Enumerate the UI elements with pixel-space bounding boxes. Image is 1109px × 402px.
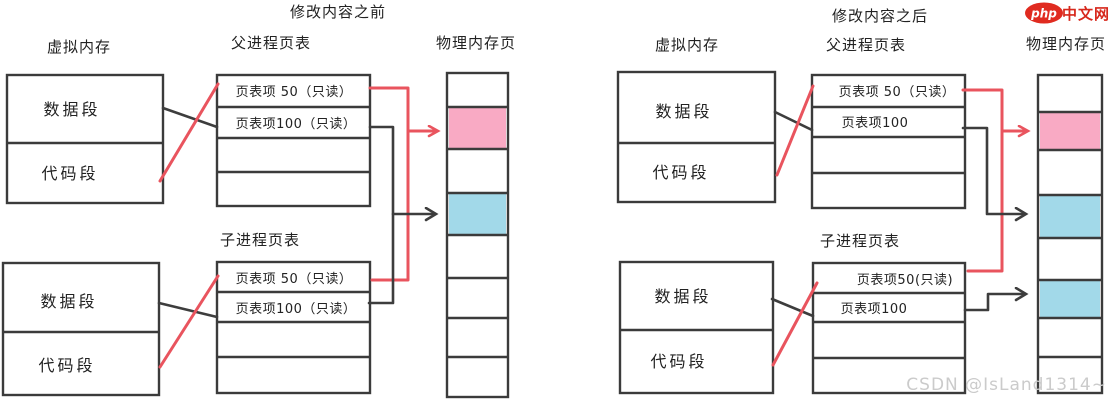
before-child-virtual-memory-box: 数据段 代码段 bbox=[1, 261, 161, 397]
before-parent-entry-100: 页表项100（只读） bbox=[236, 117, 357, 132]
before-title: 修改内容之前 bbox=[290, 3, 386, 21]
after-data-to-child-entry100-line bbox=[770, 297, 815, 318]
panel-before: 修改内容之前 虚拟内存 父进程页表 物理内存页 子进程页表 数据段 代码段 数据… bbox=[1, 3, 516, 399]
php-logo-badge-text: php bbox=[1030, 7, 1057, 21]
php-logo-text: 中文网 bbox=[1062, 5, 1109, 23]
after-parent-page-table: 页表项 50（只读） 页表项100 bbox=[810, 73, 967, 210]
after-physical-page-blue-parent bbox=[1040, 196, 1100, 237]
before-parent-page-table: 页表项 50（只读） 页表项100（只读） bbox=[215, 73, 372, 208]
before-physical-memory-label: 物理内存页 bbox=[436, 34, 516, 52]
before-data-to-child-entry100-line bbox=[157, 301, 219, 319]
after-child-code-segment: 代码段 bbox=[650, 352, 707, 371]
before-physical-page-pink bbox=[449, 108, 506, 148]
php-logo-badge bbox=[1025, 2, 1063, 24]
after-physical-memory-column bbox=[1036, 73, 1104, 395]
before-child-table-label: 子进程页表 bbox=[220, 231, 300, 249]
before-parent-entry-50: 页表项 50（只读） bbox=[236, 85, 353, 100]
before-code-to-parent-entry50-line bbox=[158, 82, 220, 183]
php-cn-logo: php 中文网 bbox=[1025, 2, 1109, 24]
after-parent-arrow-to-blue-page bbox=[961, 126, 1025, 214]
before-parent-data-segment: 数据段 bbox=[43, 100, 100, 119]
after-parent-data-segment: 数据段 bbox=[655, 102, 712, 121]
after-parent-entry-50: 页表项 50（只读） bbox=[839, 85, 956, 100]
after-parent-entry-100: 页表项100 bbox=[842, 116, 909, 131]
after-child-entry-100: 页表项100 bbox=[841, 302, 908, 317]
before-physical-memory-column bbox=[445, 71, 510, 399]
after-child-page-table: 页表项50(只读) 页表项100 bbox=[811, 261, 967, 395]
after-entry50-shared-trunk-red bbox=[961, 88, 1004, 273]
before-parent-code-segment: 代码段 bbox=[41, 164, 98, 183]
after-data-to-parent-entry100-line bbox=[773, 110, 814, 132]
before-child-data-segment: 数据段 bbox=[40, 292, 97, 311]
after-virtual-memory-label: 虚拟内存 bbox=[655, 36, 719, 54]
after-title: 修改内容之后 bbox=[832, 7, 928, 25]
after-parent-code-segment: 代码段 bbox=[652, 163, 709, 182]
before-child-entry-100: 页表项100（只读） bbox=[236, 302, 357, 317]
after-parent-virtual-memory-box: 数据段 代码段 bbox=[616, 70, 777, 204]
before-child-entry-50: 页表项 50（只读） bbox=[236, 272, 353, 287]
after-child-data-segment: 数据段 bbox=[654, 287, 711, 306]
before-parent-table-label: 父进程页表 bbox=[231, 34, 311, 52]
csdn-watermark: CSDN @IsLand1314~ bbox=[906, 375, 1107, 395]
after-physical-page-pink bbox=[1040, 113, 1100, 149]
after-child-virtual-memory-box: 数据段 代码段 bbox=[618, 260, 775, 395]
panel-after: 修改内容之后 虚拟内存 父进程页表 物理内存页 子进程页表 数据段 代码段 数据… bbox=[616, 7, 1106, 395]
before-virtual-memory-label: 虚拟内存 bbox=[47, 38, 111, 56]
before-entry100-shared-trunk-dark bbox=[367, 125, 395, 305]
after-physical-page-blue-child bbox=[1040, 281, 1100, 317]
after-parent-table-label: 父进程页表 bbox=[826, 36, 906, 54]
before-physical-page-blue bbox=[449, 194, 506, 234]
before-entry50-shared-trunk-red bbox=[368, 86, 410, 282]
before-code-to-child-entry50-line bbox=[158, 274, 220, 369]
after-code-to-parent-entry50-line bbox=[775, 84, 815, 177]
before-child-code-segment: 代码段 bbox=[38, 356, 95, 375]
after-child-table-label: 子进程页表 bbox=[820, 232, 900, 250]
after-code-to-child-entry50-line bbox=[771, 281, 819, 367]
after-physical-memory-label: 物理内存页 bbox=[1026, 35, 1106, 53]
before-data-to-parent-entry100-line bbox=[161, 106, 219, 129]
after-child-entry-50: 页表项50(只读) bbox=[857, 273, 953, 288]
before-child-page-table: 页表项 50（只读） 页表项100（只读） bbox=[215, 260, 372, 395]
before-parent-virtual-memory-box: 数据段 代码段 bbox=[5, 73, 165, 205]
after-child-arrow-to-new-blue-page bbox=[963, 294, 1025, 312]
